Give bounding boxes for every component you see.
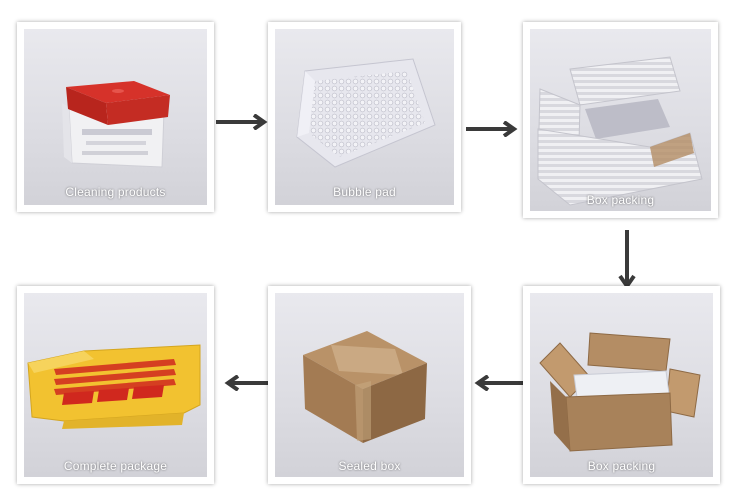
sealed-box-photo: Sealed box [275, 293, 464, 477]
right-arrow-icon [216, 114, 274, 130]
box-packing-foam-photo: Box packing [530, 29, 711, 211]
step-card-box-packing-open: Box packing [523, 286, 720, 484]
step-card-box-packing-foam: Box packing [523, 22, 718, 218]
bubble-pad-illustration [275, 29, 454, 205]
step-caption: Sealed box [275, 459, 464, 473]
right-arrow-icon [466, 121, 524, 137]
step-caption: Cleaning products [24, 185, 207, 199]
cleaning-products-photo: Cleaning products [24, 29, 207, 205]
step-card-sealed-box: Sealed box [268, 286, 471, 484]
down-arrow-icon [618, 230, 636, 292]
step-caption: Bubble pad [275, 185, 454, 199]
box-packing-open-photo: Box packing [530, 293, 713, 477]
foam-lined-box-illustration [530, 29, 711, 211]
cleaning-product-illustration [24, 29, 207, 205]
step-card-cleaning-products: Cleaning products [17, 22, 214, 212]
step-caption: Complete package [24, 459, 207, 473]
step-card-bubble-pad: Bubble pad [268, 22, 461, 212]
left-arrow-icon [470, 375, 528, 391]
step-caption: Box packing [530, 193, 711, 207]
open-box-illustration [530, 293, 713, 477]
sealed-box-illustration [275, 293, 464, 477]
step-caption: Box packing [530, 459, 713, 473]
step-card-complete-package: Complete package [17, 286, 214, 484]
courier-bag-illustration [24, 293, 207, 477]
bubble-pad-photo: Bubble pad [275, 29, 454, 205]
complete-package-photo: Complete package [24, 293, 207, 477]
